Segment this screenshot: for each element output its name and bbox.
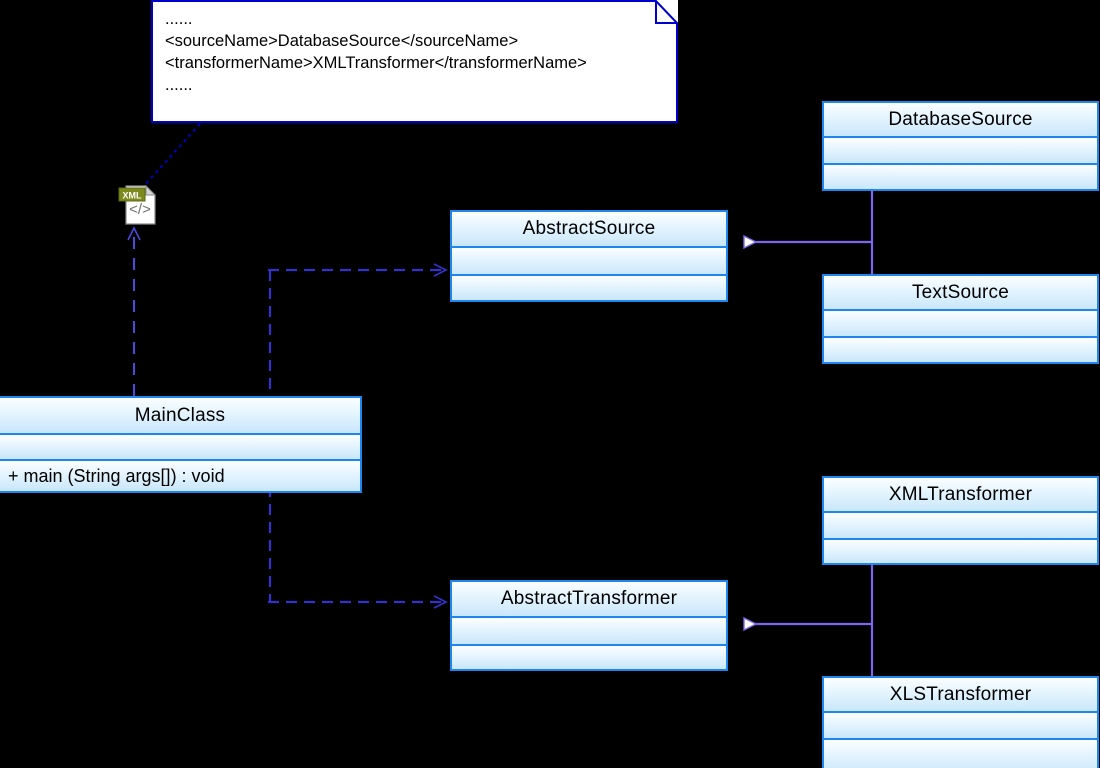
class-operations-xml-transformer xyxy=(824,538,1097,563)
gen-transformer-group xyxy=(744,565,874,679)
note-line-1: ...... xyxy=(165,10,193,28)
note-line-3: <transformerName>XMLTransformer</transfo… xyxy=(165,54,587,72)
class-operations-text-source xyxy=(824,336,1097,362)
class-name-xml-transformer: XMLTransformer xyxy=(824,478,1097,511)
class-attributes-xlst-transformer xyxy=(824,711,1097,738)
xml-artifact-icon[interactable]: </> XML xyxy=(118,184,160,226)
note-shape xyxy=(151,0,678,123)
note-anchor-line xyxy=(141,123,201,189)
note-text: ...... <sourceName>DatabaseSource</sourc… xyxy=(151,0,678,123)
xml-artifact-glyph: </> XML xyxy=(118,184,157,225)
note-line-2: <sourceName>DatabaseSource</sourceName> xyxy=(165,32,519,50)
class-attributes-xml-transformer xyxy=(824,511,1097,538)
class-operations-abstract-source xyxy=(452,274,726,300)
class-operations-abstract-transformer xyxy=(452,644,726,669)
note-line-4: ...... xyxy=(165,76,193,94)
class-abstract-source[interactable]: AbstractSource xyxy=(450,210,728,302)
gen-source-group xyxy=(744,191,874,277)
class-operations-main-class: + main (String args[]) : void xyxy=(0,459,360,491)
class-database-source[interactable]: DatabaseSource xyxy=(822,101,1099,191)
class-attributes-main-class xyxy=(0,433,360,459)
class-name-xlst-transformer: XLSTransformer xyxy=(824,678,1097,711)
configuration-note: ...... <sourceName>DatabaseSource</sourc… xyxy=(151,0,678,123)
class-name-abstract-source: AbstractSource xyxy=(452,212,726,246)
class-main-class[interactable]: MainClass + main (String args[]) : void xyxy=(0,396,362,493)
class-attributes-abstract-transformer xyxy=(452,616,726,644)
class-xml-transformer[interactable]: XMLTransformer xyxy=(822,476,1099,565)
class-xlst-transformer[interactable]: XLSTransformer xyxy=(822,676,1099,768)
xml-badge-label: XML xyxy=(123,191,143,201)
class-operations-database-source xyxy=(824,163,1097,189)
class-name-main-class: MainClass xyxy=(0,398,360,433)
class-attributes-abstract-source xyxy=(452,246,726,274)
class-attributes-text-source xyxy=(824,309,1097,336)
class-name-text-source: TextSource xyxy=(824,276,1097,309)
operation-main: + main (String args[]) : void xyxy=(8,465,225,486)
class-abstract-transformer[interactable]: AbstractTransformer xyxy=(450,580,728,671)
class-name-database-source: DatabaseSource xyxy=(824,103,1097,136)
xml-code-glyph: </> xyxy=(129,201,151,218)
class-name-abstract-transformer: AbstractTransformer xyxy=(452,582,726,616)
class-operations-xlst-transformer xyxy=(824,738,1097,768)
class-text-source[interactable]: TextSource xyxy=(822,274,1099,364)
class-attributes-database-source xyxy=(824,136,1097,163)
